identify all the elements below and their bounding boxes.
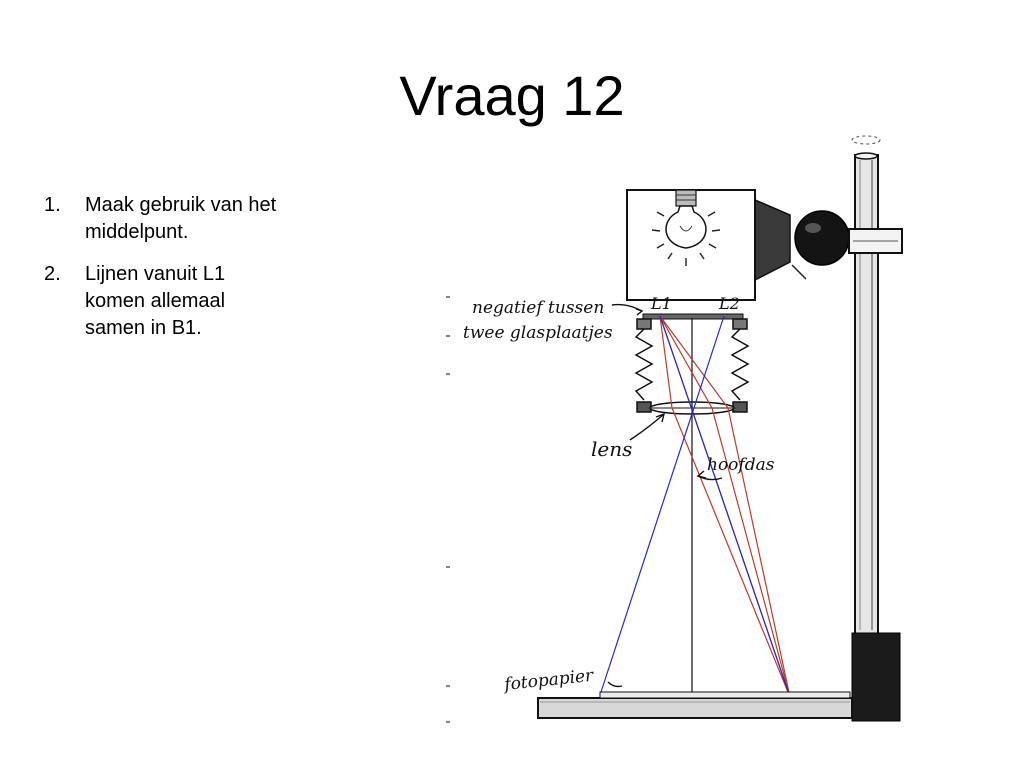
label-negatief-line1: negatief tussen (472, 298, 604, 318)
list-item-text: Maak gebruik van het middelpunt. (85, 194, 277, 243)
photo-paper (599, 691, 851, 699)
label-lens: lens (591, 437, 632, 461)
diagram-labels: negatief tussen twee glasplaatjes L1 L2 … (463, 294, 775, 695)
lamp-housing (626, 189, 756, 301)
list-item-number: 1. (44, 194, 61, 216)
instruction-list: 1. Maak gebruik van het middelpunt. 2. L… (44, 192, 364, 357)
label-hoofdas: hoofdas (707, 455, 775, 475)
label-arrows (607, 303, 723, 688)
base-plate (537, 691, 853, 719)
label-l2: L2 (718, 294, 740, 313)
list-item: 2. Lijnen vanuit L1 komen allemaal samen… (44, 261, 364, 342)
list-item-number: 2. (44, 263, 61, 285)
label-l1: L1 (650, 294, 672, 313)
margin-ticks (446, 296, 450, 723)
slide-title: Vraag 12 (399, 64, 625, 127)
blue-rays (600, 315, 791, 698)
label-negatief-line2: twee glasplaatjes (463, 323, 613, 343)
enlarger-diagram: negatief tussen twee glasplaatjes L1 L2 … (446, 135, 903, 723)
negative-plate (642, 313, 744, 320)
clamp-knob (754, 198, 903, 282)
list-item: 1. Maak gebruik van het middelpunt. (44, 192, 364, 246)
bellows (634, 318, 750, 413)
list-item-text: Lijnen vanuit L1 komen allemaal samen in… (85, 263, 226, 339)
stand-column (851, 135, 901, 722)
label-fotopapier: fotopapier (501, 666, 595, 696)
